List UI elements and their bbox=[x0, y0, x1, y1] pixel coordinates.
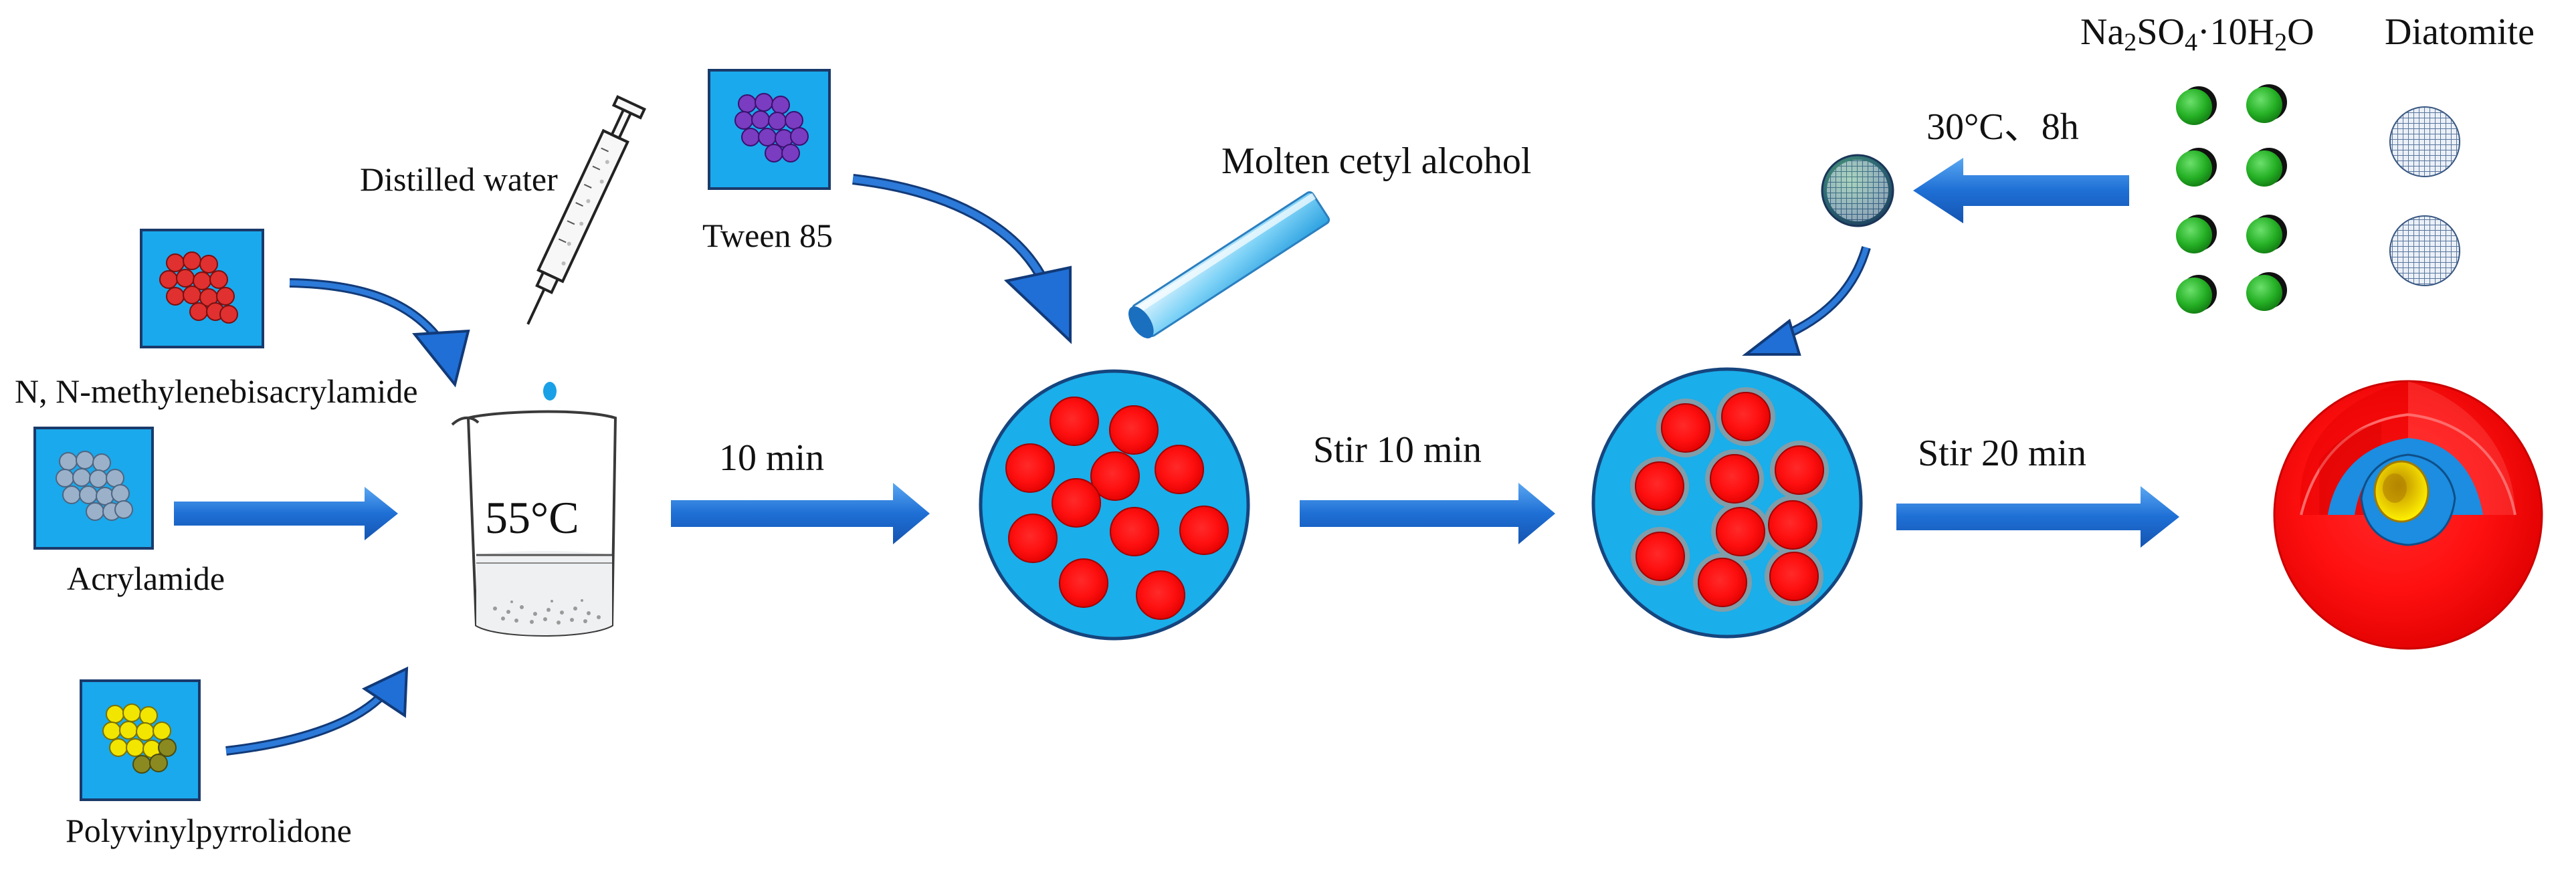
sodium-sulfate-particles-icon bbox=[2176, 84, 2287, 314]
step3-label: Stir 20 min bbox=[1918, 433, 2087, 474]
acrylamide-label: Acrylamide bbox=[67, 560, 225, 597]
salt-subscript-3: 2 bbox=[2274, 28, 2288, 57]
beaker-temperature-label: 55°C bbox=[485, 492, 579, 543]
curved-arrow-pvp-icon bbox=[225, 666, 409, 756]
syringe-icon bbox=[526, 95, 646, 325]
test-tube-icon bbox=[1128, 191, 1330, 339]
tween-box-icon bbox=[708, 69, 831, 190]
curved-arrow-tween-icon bbox=[852, 174, 1072, 344]
cetyl-label: Molten cetyl alcohol bbox=[1221, 140, 1532, 182]
water-label: Distilled water bbox=[360, 160, 558, 198]
arrow-acrylamide-icon bbox=[174, 487, 398, 540]
arrow-step2-icon bbox=[1300, 483, 1555, 544]
arrow-step3-icon bbox=[1896, 486, 2179, 548]
impregnation-label: 30°C、8h bbox=[1926, 106, 2079, 148]
salt-subscript-2: 4 bbox=[2184, 28, 2197, 57]
curved-arrow-microcapsule-icon bbox=[1742, 246, 1871, 356]
salt-part-1: Na bbox=[2080, 11, 2124, 53]
salt-part-4: O bbox=[2287, 11, 2314, 53]
emulsion-droplet-stage2-icon bbox=[1591, 367, 1863, 639]
bisacrylamide-label: N, N-methylenebisacrylamide bbox=[15, 372, 418, 410]
salt-formula-label: Na2SO4·10H2O bbox=[2080, 11, 2314, 56]
step2-label: Stir 10 min bbox=[1313, 429, 1482, 471]
salt-part-3: ·10H bbox=[2197, 11, 2275, 53]
pvp-label: Polyvinylpyrrolidone bbox=[66, 812, 352, 849]
arrow-step1-icon bbox=[671, 483, 930, 544]
pvp-box-icon bbox=[80, 679, 201, 801]
step1-label: 10 min bbox=[719, 437, 825, 479]
acrylamide-box-icon bbox=[33, 427, 154, 550]
diatomite-particles-icon bbox=[2389, 106, 2460, 286]
arrow-impregnation-icon bbox=[1913, 158, 2129, 223]
salt-part-2: SO bbox=[2137, 11, 2185, 53]
core-shell-microcapsule-icon bbox=[2273, 380, 2543, 650]
beaker-icon bbox=[451, 410, 617, 637]
diatomite-label: Diatomite bbox=[2385, 11, 2535, 53]
curved-arrow-bisacrylamide-icon bbox=[289, 278, 470, 388]
composite-microsphere-icon bbox=[1821, 154, 1894, 227]
emulsion-droplet-stage1-icon bbox=[979, 369, 1250, 641]
tween-label: Tween 85 bbox=[702, 217, 833, 254]
bisacrylamide-box-icon bbox=[140, 229, 264, 348]
water-drop-icon bbox=[543, 382, 557, 401]
salt-subscript-1: 2 bbox=[2124, 28, 2137, 57]
